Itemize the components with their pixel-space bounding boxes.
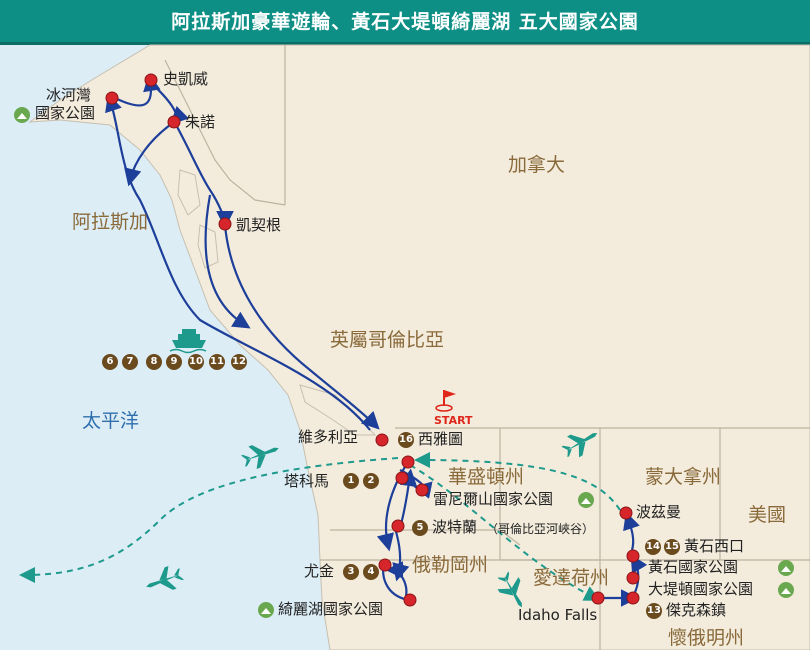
day-badge-cruise: 10: [188, 354, 204, 370]
island: [197, 224, 219, 269]
region-alaska: 阿拉斯加: [72, 211, 149, 233]
label-eugene: 尤金: [304, 562, 335, 580]
day-badge-eugene-2: 4: [363, 564, 379, 580]
label-victoria: 維多利亞: [298, 428, 359, 446]
park-icon: [778, 560, 794, 576]
airplane-icon: [561, 433, 598, 458]
stop-crater: [403, 593, 417, 607]
label-yellowstone: 黃石國家公園: [648, 558, 739, 576]
region-bc: 英屬哥倫比亞: [330, 329, 445, 351]
land-mass: [28, 44, 810, 650]
cruise-route: [105, 73, 380, 431]
stop-seattle: [401, 455, 415, 469]
stop-west-yellowstone: [626, 549, 640, 563]
cruise-ship-icon: [169, 329, 207, 354]
label-portland: 波特蘭: [432, 518, 478, 536]
flight-route: [19, 452, 621, 601]
day-badge-cruise: 12: [231, 354, 247, 370]
stop-victoria: [375, 433, 389, 447]
stop-yellowstone: [626, 571, 640, 585]
day-badge-tacoma-1: 1: [343, 473, 359, 489]
stop-jackson: [626, 591, 640, 605]
day-badge-cruise: 11: [209, 354, 225, 370]
park-icon: [578, 492, 594, 508]
stop-portland: [391, 519, 405, 533]
stop-ketchikan: [218, 217, 232, 231]
island: [177, 169, 201, 216]
label-seattle: 西雅圖: [418, 430, 464, 448]
stop-rainier: [415, 483, 429, 497]
airplane-icon: [497, 571, 522, 608]
page-title: 阿拉斯加豪華遊輪、黃石大堤頓綺麗湖 五大國家公園: [171, 11, 639, 33]
label-tacoma: 塔科馬: [284, 472, 330, 490]
stop-bozeman: [619, 506, 633, 520]
day-badge-cruise: 8: [146, 354, 162, 370]
region-washington: 華盛頓州: [448, 466, 525, 488]
start-flag-icon: [435, 390, 456, 412]
label-bozeman: 波茲曼: [636, 503, 682, 521]
region-oregon: 俄勒岡州: [412, 554, 489, 576]
day-badge-cruise: 9: [166, 354, 182, 370]
label-jackson: 傑克森鎮: [666, 601, 727, 619]
start-label: START: [434, 414, 473, 427]
stops: [105, 73, 640, 607]
label-ketchikan: 凱契根: [236, 216, 282, 234]
day-badge-west-yellowstone-1: 14: [645, 539, 661, 555]
day-badge-portland: 5: [412, 520, 428, 536]
park-icon: [258, 602, 274, 618]
day-badge-eugene-1: 3: [343, 564, 359, 580]
stop-eugene: [378, 558, 392, 572]
label-idaho-falls: Idaho Falls: [518, 606, 598, 624]
label-juneau: 朱諾: [185, 113, 216, 131]
day-badge-tacoma-2: 2: [363, 473, 379, 489]
region-wyoming: 懷俄明州: [668, 627, 745, 649]
day-badge-seattle: 16: [398, 432, 414, 448]
region-montana: 蒙大拿州: [645, 466, 722, 488]
stop-tacoma: [395, 471, 409, 485]
label-crater-lake: 綺麗湖國家公園: [278, 600, 384, 618]
day-badge-cruise: 7: [122, 354, 138, 370]
stop-skagway: [144, 73, 158, 87]
stop-juneau: [167, 115, 181, 129]
stop-idaho-falls: [591, 591, 605, 605]
label-gorge: （哥倫比亞河峽谷）: [486, 522, 595, 536]
label-glacier-bay-1: 冰河灣: [46, 86, 92, 104]
label-grand-teton: 大堤頓國家公園: [648, 580, 754, 598]
region-pacific: 太平洋: [82, 410, 140, 432]
park-icon: [778, 582, 794, 598]
label-rainier: 雷尼爾山國家公園: [433, 490, 554, 508]
park-icon: [14, 107, 30, 123]
label-west-yellowstone: 黃石西口: [684, 537, 745, 555]
day-badge-jackson: 13: [646, 603, 662, 619]
day-badge-west-yellowstone-2: 15: [664, 539, 680, 555]
label-skagway: 史凱威: [163, 70, 209, 88]
region-canada: 加拿大: [508, 154, 566, 176]
region-idaho: 愛達荷州: [533, 567, 610, 589]
airplane-icon: [146, 565, 184, 590]
day-badge-cruise: 6: [102, 354, 118, 370]
stop-glacier-bay: [105, 91, 119, 105]
region-usa: 美國: [748, 504, 787, 526]
title-bar: [0, 0, 810, 45]
airplane-icon: [241, 445, 279, 470]
label-glacier-bay-2: 國家公園: [35, 104, 96, 122]
